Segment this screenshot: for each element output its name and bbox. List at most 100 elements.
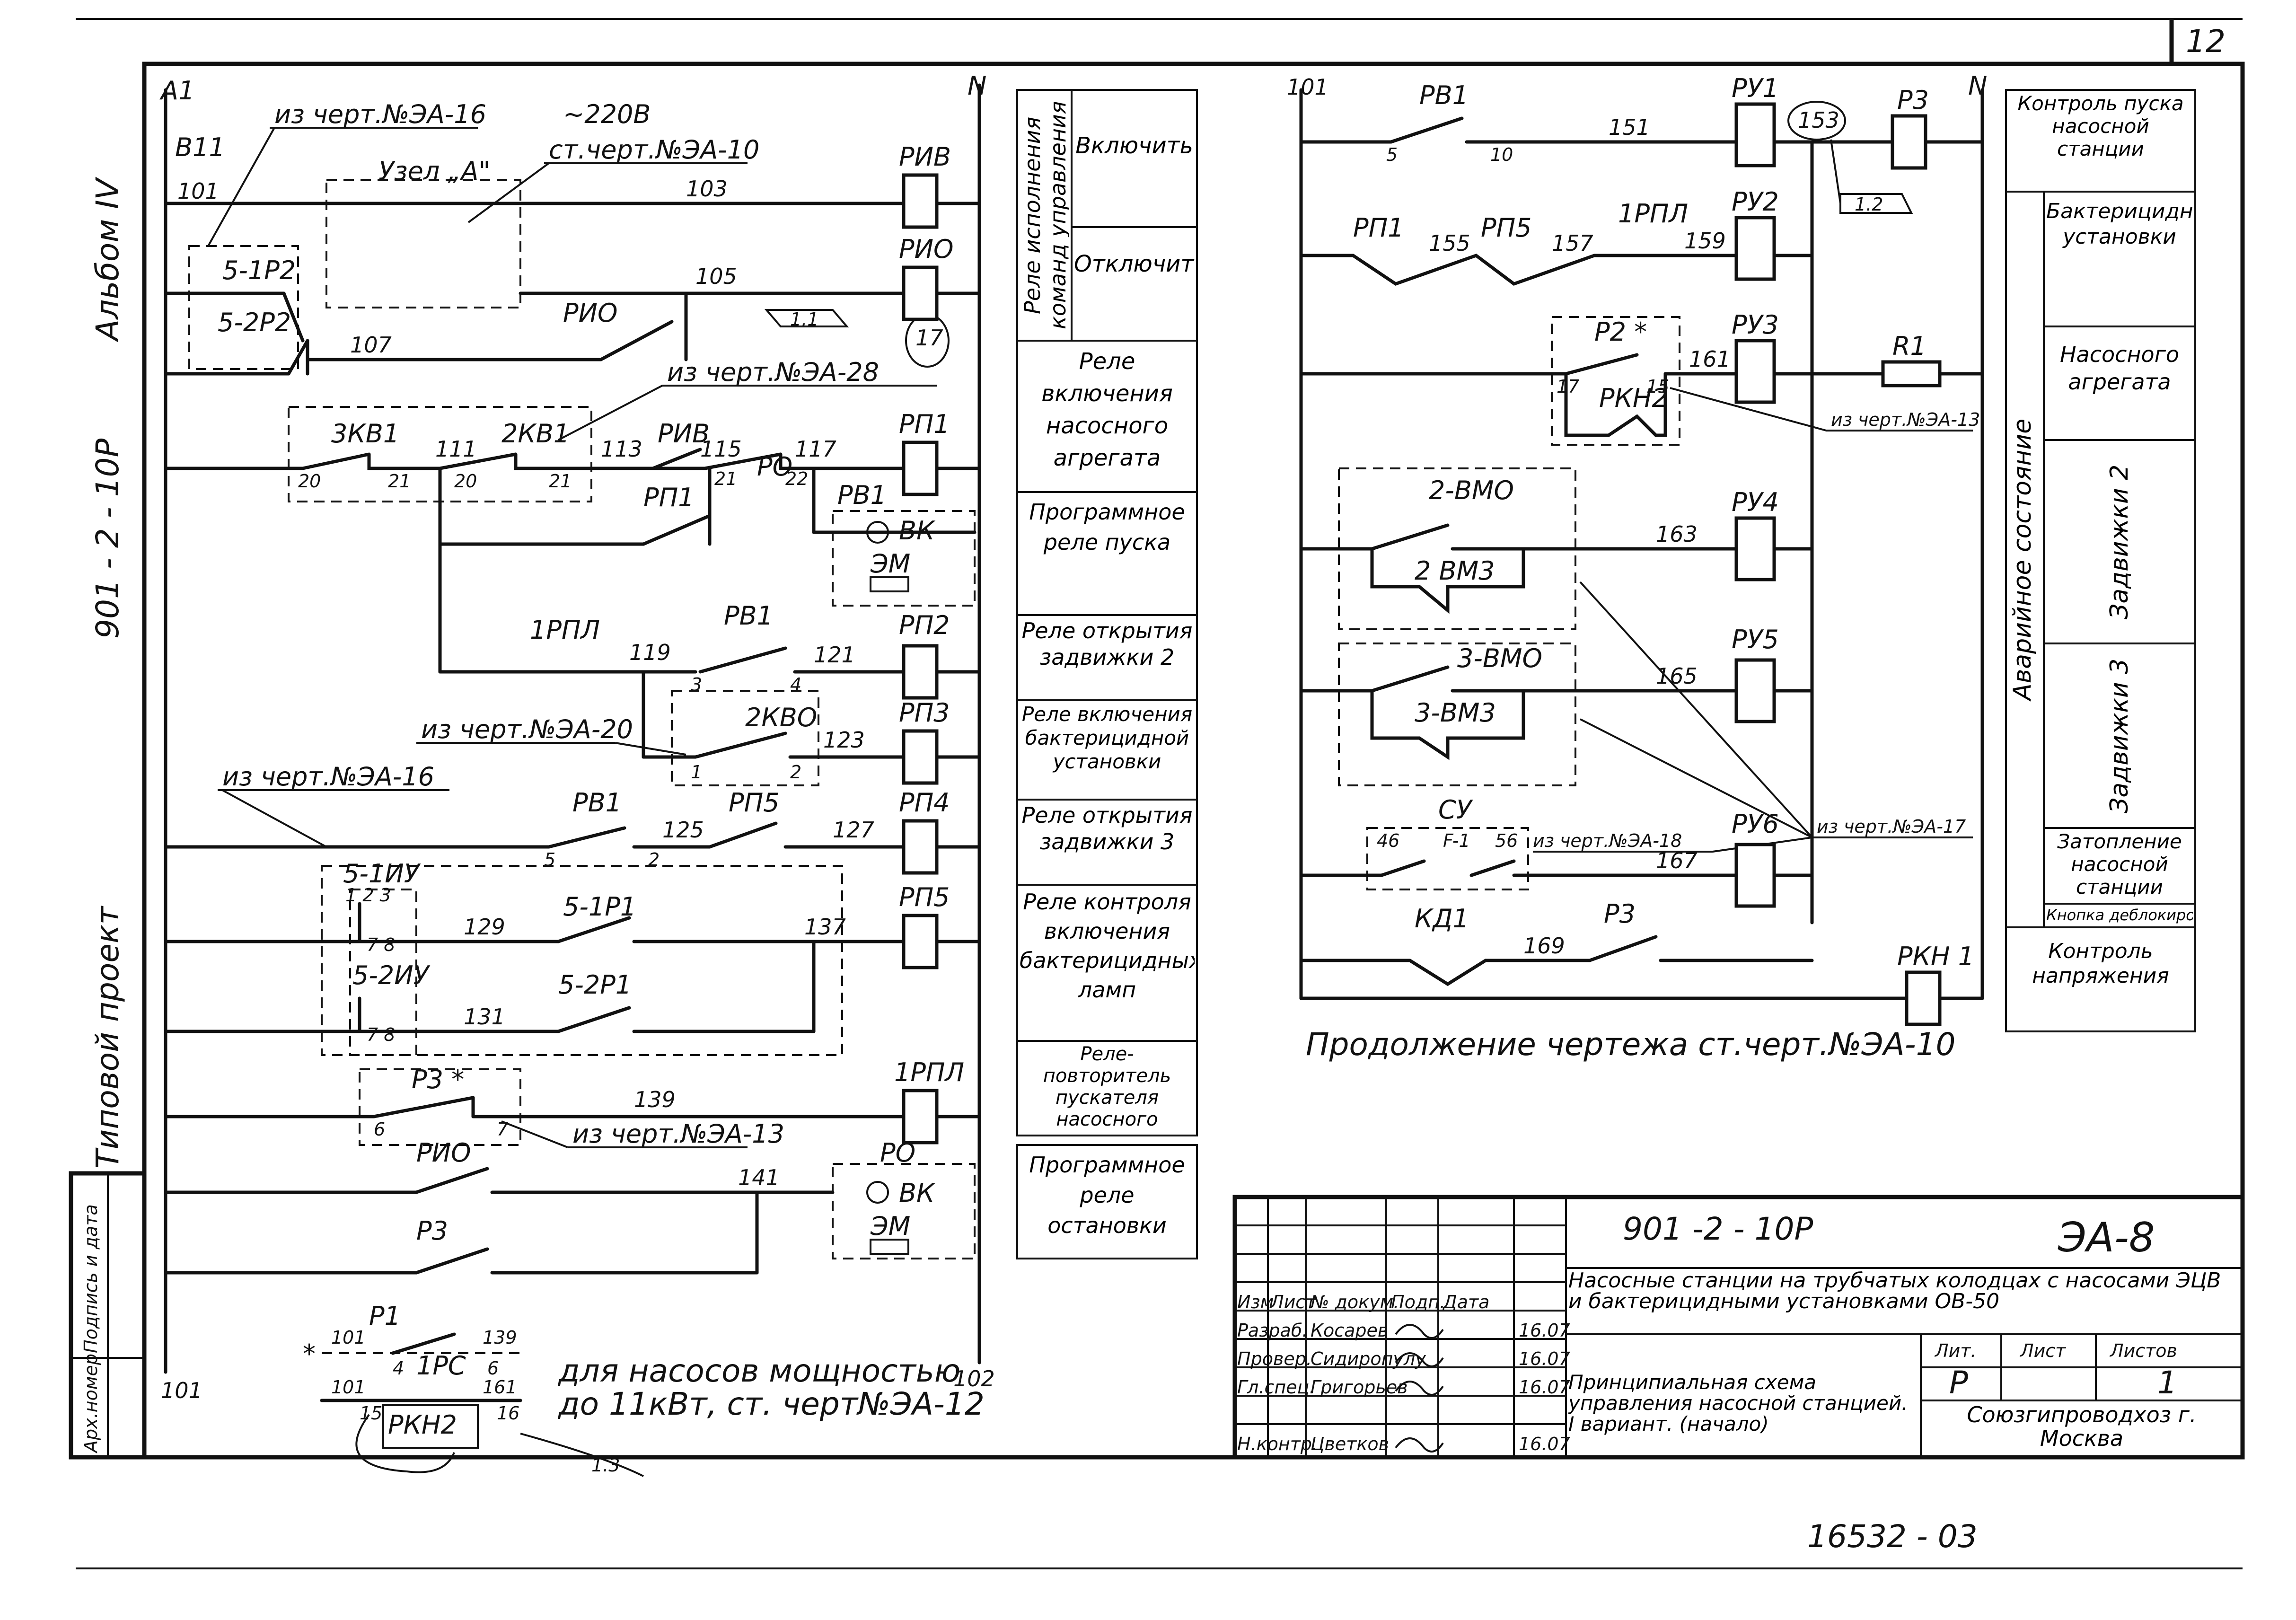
schematic-shape — [1338, 643, 1576, 786]
album-label: Альбом IV — [89, 176, 126, 343]
circuit-wire — [1564, 353, 1639, 376]
wire-102: 102 — [953, 1366, 995, 1391]
coil-ru4 — [1734, 516, 1776, 581]
contact-2kv1: 2КВ1 — [501, 419, 570, 449]
schematic-shape — [349, 889, 417, 1056]
r-neutral: N — [1968, 71, 1987, 101]
circuit-wire — [1370, 523, 1450, 551]
coil-pp4 — [902, 819, 939, 875]
r-pv1: РВ1 — [1419, 80, 1469, 110]
contact-pv1b: РВ1 — [572, 788, 622, 818]
wire-131: 131 — [464, 1004, 505, 1030]
schematic-shape: Программное реле пуска — [1029, 499, 1185, 555]
wire-101-bottom: 101 — [161, 1378, 202, 1403]
coil-pp5-label: РП5 — [899, 882, 950, 912]
term-20b: 20 — [454, 471, 477, 492]
iu-78a: 7 8 — [367, 934, 395, 955]
wire-117: 117 — [795, 436, 836, 462]
coil-ru5-label: РУ5 — [1732, 625, 1779, 654]
schematic-shape: Кнопка деблокировки — [2046, 906, 2193, 924]
r-vm33: 3-ВМ3 — [1415, 698, 1496, 728]
contact-5-2p1: 5-2Р1 — [558, 970, 632, 1000]
coil-ru2-label: РУ2 — [1732, 187, 1779, 217]
circuit-wire — [1370, 665, 1450, 693]
ref-leader — [558, 385, 663, 441]
wire-123: 123 — [823, 727, 865, 753]
coil-piv-label: РИВ — [899, 142, 951, 172]
tb-list-label: Лист — [2019, 1340, 2067, 1361]
contact-p3s: Р3 * — [412, 1065, 464, 1094]
r-tag153: 153 — [1798, 107, 1839, 133]
circuit-wire — [547, 826, 626, 849]
r-w161: 161 — [1689, 346, 1731, 372]
ref-arc — [355, 1414, 455, 1473]
wire-103-label: 103 — [686, 176, 728, 202]
left-coils: РИВ РИО РП1 РП2 РП3 РП4 РП5 1РПЛ — [894, 142, 981, 1145]
schematic-shape: Реле исполнения команд управления — [1020, 101, 1069, 329]
contact-2kvo: 2КВО — [745, 703, 817, 732]
schematic-shape: Насосного агрегата — [2060, 342, 2179, 395]
term-3: 3 — [691, 674, 702, 695]
schematic-shape: Реле открытия задвижки 3 — [1022, 802, 1193, 854]
term-21c: 21 — [714, 468, 737, 489]
coil-pp3 — [902, 729, 939, 785]
schematic-shape: Насосные станции на трубчатых колодцах с… — [1568, 1270, 2221, 1312]
schematic-shape: Реле включения бактерицидной установки — [1022, 703, 1192, 773]
wire-107-label: 107 — [350, 332, 392, 358]
schematic-shape — [1905, 970, 1942, 1026]
schematic-shape: Отключить — [1074, 251, 1195, 277]
circuit-wire — [282, 291, 305, 343]
wire-129: 129 — [464, 914, 505, 940]
wire-115: 115 — [700, 436, 742, 462]
coil-ru6 — [1734, 843, 1776, 908]
coil-pp2 — [902, 644, 939, 700]
fn-pkn2: РКН2 — [388, 1410, 457, 1440]
project-code-side: 901 - 2 - 10Р — [89, 439, 126, 639]
tb-h-izm: Изм — [1237, 1292, 1274, 1312]
circuit-wire — [694, 731, 787, 759]
r-pkn1: РКН 1 — [1897, 942, 1974, 971]
circuit-wire — [301, 452, 598, 470]
stamp-signature: Подпись и дата — [80, 1204, 101, 1353]
circuit-wire — [556, 1006, 631, 1033]
r-w101: 101 — [1287, 74, 1328, 100]
schematic-shape: Задвижки 2 — [2105, 464, 2134, 619]
term-21b: 21 — [549, 471, 572, 492]
coil-ru5 — [1734, 658, 1776, 723]
coil-ru1 — [1734, 102, 1776, 167]
coil-pp1 — [902, 440, 939, 496]
contact-pp5: РП5 — [729, 788, 780, 818]
fn-star: * — [303, 1339, 316, 1369]
pv1-box — [832, 510, 976, 607]
circuit-wire — [1588, 935, 1658, 962]
contact-vk2: ВК — [899, 1178, 936, 1208]
ref-leader — [501, 1120, 568, 1148]
purpose-repeater: Реле-повторитель пускателя насосного агр… — [1043, 1043, 1171, 1136]
coil-ru6-label: РУ6 — [1732, 809, 1779, 839]
project-type: Типовой проект — [89, 905, 126, 1169]
circuit-wire — [703, 452, 906, 470]
coil-ru3 — [1734, 339, 1776, 404]
r-w169: 169 — [1523, 933, 1565, 959]
r-ref18: из черт.№ЭА-18 — [1533, 830, 1682, 851]
status-valve2: Задвижки 2 — [2105, 464, 2134, 619]
schematic-shape — [1232, 1195, 2245, 1460]
r-pp5: РП5 — [1481, 213, 1532, 243]
status-unblock: Кнопка деблокировки — [2046, 906, 2193, 924]
schematic-shape — [382, 1404, 479, 1449]
fn-1pc: 1РС — [416, 1351, 466, 1381]
purpose-stop-prog: Программное реле остановки — [1029, 1152, 1185, 1238]
schematic-shape: Реле-повторитель пускателя насосного агр… — [1043, 1043, 1171, 1136]
wire-121: 121 — [814, 642, 855, 668]
purpose-valve2: Реле открытия задвижки 2 — [1021, 618, 1193, 670]
circuit-node — [866, 1181, 889, 1204]
term-20a: 20 — [298, 471, 321, 492]
iu-terms: 1 2 3 — [345, 885, 391, 906]
tb-role-2: Гл.спец. — [1237, 1377, 1315, 1398]
coil-1ppl-label: 1РПЛ — [894, 1057, 964, 1087]
r-cy: СУ — [1438, 795, 1473, 825]
ref-leader — [1580, 718, 1812, 838]
r-w165: 165 — [1656, 663, 1698, 689]
tag-13: 1.3 — [591, 1455, 620, 1476]
